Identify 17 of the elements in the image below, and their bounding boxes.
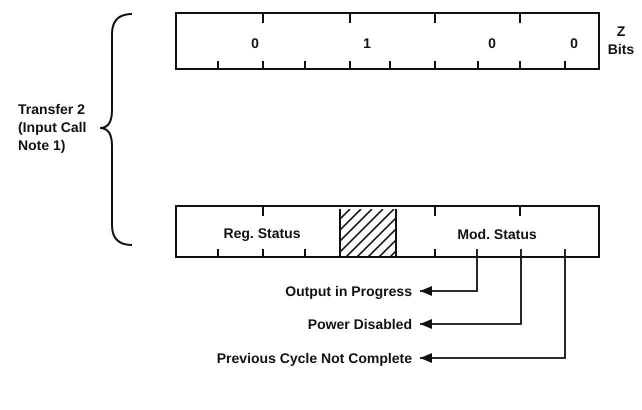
field-label: Mod. Status <box>402 217 592 251</box>
leader-arrow <box>420 249 478 296</box>
field-label: Reg. Status <box>192 217 332 249</box>
bit-value: 0 <box>554 27 594 59</box>
status-label: Previous Cycle Not Complete <box>140 347 412 369</box>
hatched-field <box>339 209 397 258</box>
register-box <box>175 205 600 258</box>
group-label: Transfer 2 (Input Call Note 1) <box>18 100 88 154</box>
bit-value: 0 <box>464 27 520 59</box>
status-label: Output in Progress <box>230 280 412 302</box>
bit-value: 0 <box>227 27 283 59</box>
bit-value: 1 <box>339 27 395 59</box>
leader-arrow <box>420 249 522 329</box>
leader-arrow <box>420 249 566 363</box>
status-label: Power Disabled <box>230 313 412 335</box>
register-label: Z Bits <box>606 22 636 58</box>
register-box <box>175 12 600 70</box>
